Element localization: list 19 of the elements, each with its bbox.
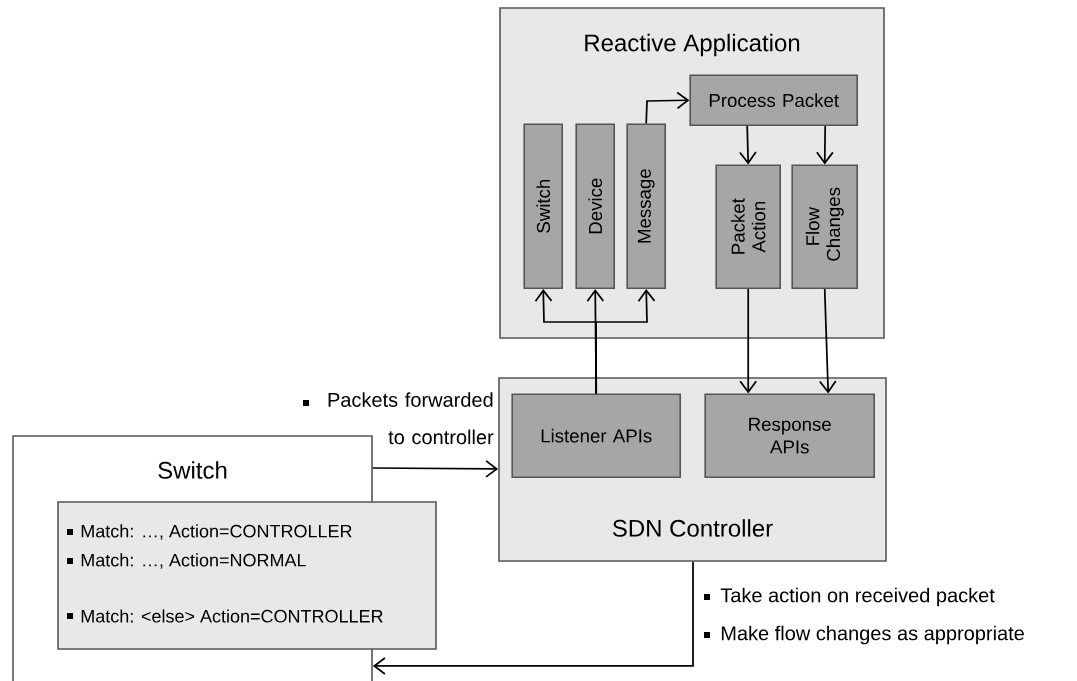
process-box: Listener APIs bbox=[511, 393, 681, 478]
arrow bbox=[595, 289, 656, 395]
note-text: Take action on received packet bbox=[704, 587, 995, 607]
process-box: Response APIs bbox=[704, 393, 875, 478]
arrow bbox=[645, 91, 690, 125]
arrow bbox=[371, 460, 499, 478]
flow-table-box: Match: …, Action=CONTROLLER Match: …, Action=NORMAL Match: <else> Action=CONTROLLER bbox=[57, 501, 437, 650]
process-box: Process Packet bbox=[689, 74, 858, 126]
arrow bbox=[739, 125, 757, 165]
process-box: Device bbox=[575, 123, 615, 289]
arrow bbox=[739, 288, 758, 394]
arrow bbox=[818, 288, 837, 394]
note-text: Make flow changes as appropriate bbox=[704, 625, 1024, 645]
arrow bbox=[372, 560, 694, 675]
process-box: Packet Action bbox=[715, 164, 781, 289]
process-box: Message bbox=[626, 123, 666, 289]
process-box: Switch bbox=[523, 123, 563, 289]
process-box: Flow Changes bbox=[791, 164, 858, 289]
arrow bbox=[816, 125, 834, 165]
